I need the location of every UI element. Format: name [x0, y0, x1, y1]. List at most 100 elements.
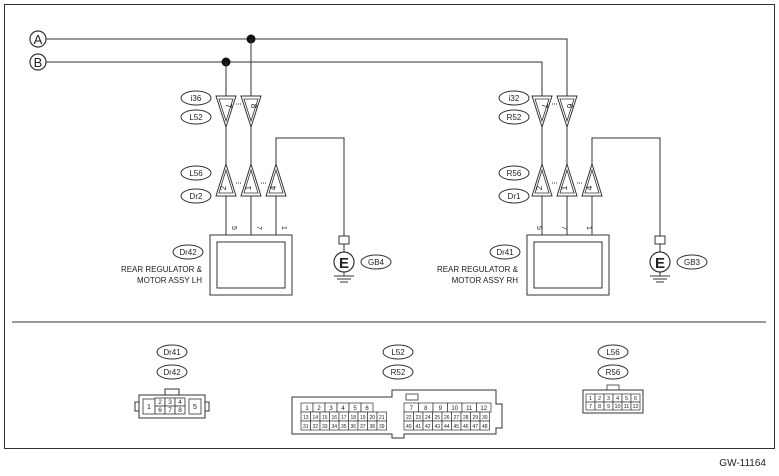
lh-ground-symbol: E: [339, 255, 349, 272]
connector-pin-number: 6: [365, 406, 369, 412]
dr-label-2: Dr42: [163, 368, 181, 377]
dr-pin-4: 4: [178, 399, 182, 406]
lh-wire-pin-3: 1: [280, 226, 287, 230]
connector-pin-number: 45: [453, 424, 459, 430]
connector-pin-number: 10: [451, 406, 458, 412]
rh-lower-conn-bot: Dr1: [508, 192, 521, 201]
lh-ground: E: [333, 235, 355, 283]
connector-pin-number: 29: [472, 415, 478, 421]
rh-wire-pin-2: 7: [560, 226, 567, 230]
connector-pin-number: 17: [341, 415, 347, 421]
connector-pin-number: 23: [415, 415, 421, 421]
connector-pin-number: 2: [317, 406, 321, 412]
bus-a: A: [29, 30, 568, 96]
dr-pin-1: 1: [147, 404, 151, 411]
connector-pin-number: 9: [439, 406, 443, 412]
connector-pin-number: 12: [632, 404, 638, 410]
rh-lower-pin-2: 1: [560, 185, 569, 190]
dr-pin-6: 6: [158, 407, 162, 414]
lh-upper-pin-2: 8: [249, 104, 258, 109]
connector-pin-number: 36: [350, 424, 356, 430]
connector-pin-number: 32: [312, 424, 318, 430]
lh-lower-pin-2: 1: [244, 185, 253, 190]
rh-lower-pin-1: 2: [535, 185, 544, 190]
rh-lower-connector: 2 1 4: [531, 162, 603, 197]
connector-pin-number: 11: [466, 406, 473, 412]
connector-pin-number: 14: [312, 415, 318, 421]
lh-circuit: i36 L52 7 8 L56 Dr2: [121, 90, 392, 296]
lh-lower-connector: 2 1 4: [215, 162, 287, 197]
rh-upper-connector: 7 6: [531, 95, 578, 129]
connector-pin-number: 25: [434, 415, 440, 421]
dr-pin-7: 7: [168, 407, 172, 414]
lh-upper-conn-top: i36: [191, 94, 202, 103]
connector-pin-number: 16: [331, 415, 337, 421]
rh-upper-conn-top: i32: [509, 94, 520, 103]
rh-lower-conn-top: R56: [507, 169, 522, 178]
dr-label-1: Dr41: [163, 348, 181, 357]
bus-b-label: B: [34, 55, 43, 70]
lh-lower-pin-3: 4: [269, 185, 278, 190]
dr-pin-5: 5: [193, 404, 197, 411]
connector-pin-number: 40: [406, 424, 412, 430]
connector-pin-number: 21: [379, 415, 385, 421]
lh-wire-pin-1: 5: [230, 226, 237, 230]
lr52-label-2: R52: [391, 368, 406, 377]
connector-pin-number: 6: [634, 396, 637, 402]
lh-upper-conn-bot: L52: [189, 113, 203, 122]
rh-wire-pin-3: 1: [585, 226, 592, 230]
connector-pin-number: 8: [598, 404, 601, 410]
connector-pin-number: 34: [331, 424, 337, 430]
lh-wire-pin-2: 7: [255, 226, 262, 230]
rh-component-label-2: MOTOR ASSY RH: [452, 276, 519, 285]
connector-pin-number: 24: [425, 415, 431, 421]
rh-lower-pin-3: 4: [585, 185, 594, 190]
connector-pin-number: 44: [444, 424, 450, 430]
rh-upper-pin-1: 7: [540, 104, 549, 109]
rh-component-label-1: REAR REGULATOR &: [437, 265, 519, 274]
connector-pin-number: 33: [322, 424, 328, 430]
connector-pin-number: 42: [425, 424, 431, 430]
connector-pin-number: 46: [463, 424, 469, 430]
connector-pin-number: 20: [369, 415, 375, 421]
dr-pin-8: 8: [178, 407, 182, 414]
rh-upper-conn-bot: R52: [507, 113, 522, 122]
diagram-frame: [4, 4, 775, 449]
rh-wire-pin-1: 5: [535, 226, 542, 230]
connector-pin-number: 10: [614, 404, 620, 410]
connector-pin-number: 31: [303, 424, 309, 430]
lh-component-label-2: MOTOR ASSY LH: [137, 276, 202, 285]
lr56-label-2: R56: [606, 368, 621, 377]
connector-pin-number: 3: [607, 396, 610, 402]
connector-pin-number: 1: [589, 396, 592, 402]
connector-pin-number: 26: [444, 415, 450, 421]
connector-pin-number: 39: [379, 424, 385, 430]
connector-pin-number: 8: [424, 406, 428, 412]
connector-pin-number: 18: [350, 415, 356, 421]
rh-component-id: Dr41: [496, 248, 514, 257]
connector-pin-number: 7: [589, 404, 592, 410]
rh-upper-pin-2: 6: [565, 104, 574, 109]
lh-component: [209, 234, 293, 296]
connector-pin-number: 27: [453, 415, 459, 421]
lh-upper-pin-1: 7: [224, 104, 233, 109]
dr-pin-3: 3: [168, 399, 172, 406]
connector-pin-number: 4: [616, 396, 619, 402]
connector-pin-number: 35: [341, 424, 347, 430]
connector-pin-number: 30: [482, 415, 488, 421]
rh-ground: E: [649, 235, 671, 283]
connector-pin-number: 12: [480, 406, 487, 412]
lh-lower-pin-1: 2: [219, 185, 228, 190]
connector-pin-number: 2: [598, 396, 601, 402]
lr56-label-1: L56: [606, 348, 620, 357]
connector-pin-number: 28: [463, 415, 469, 421]
connector-pin-number: 22: [406, 415, 412, 421]
lh-ground-id: GB4: [368, 258, 385, 267]
lh-lower-conn-top: L56: [189, 169, 203, 178]
connector-pin-number: 19: [360, 415, 366, 421]
